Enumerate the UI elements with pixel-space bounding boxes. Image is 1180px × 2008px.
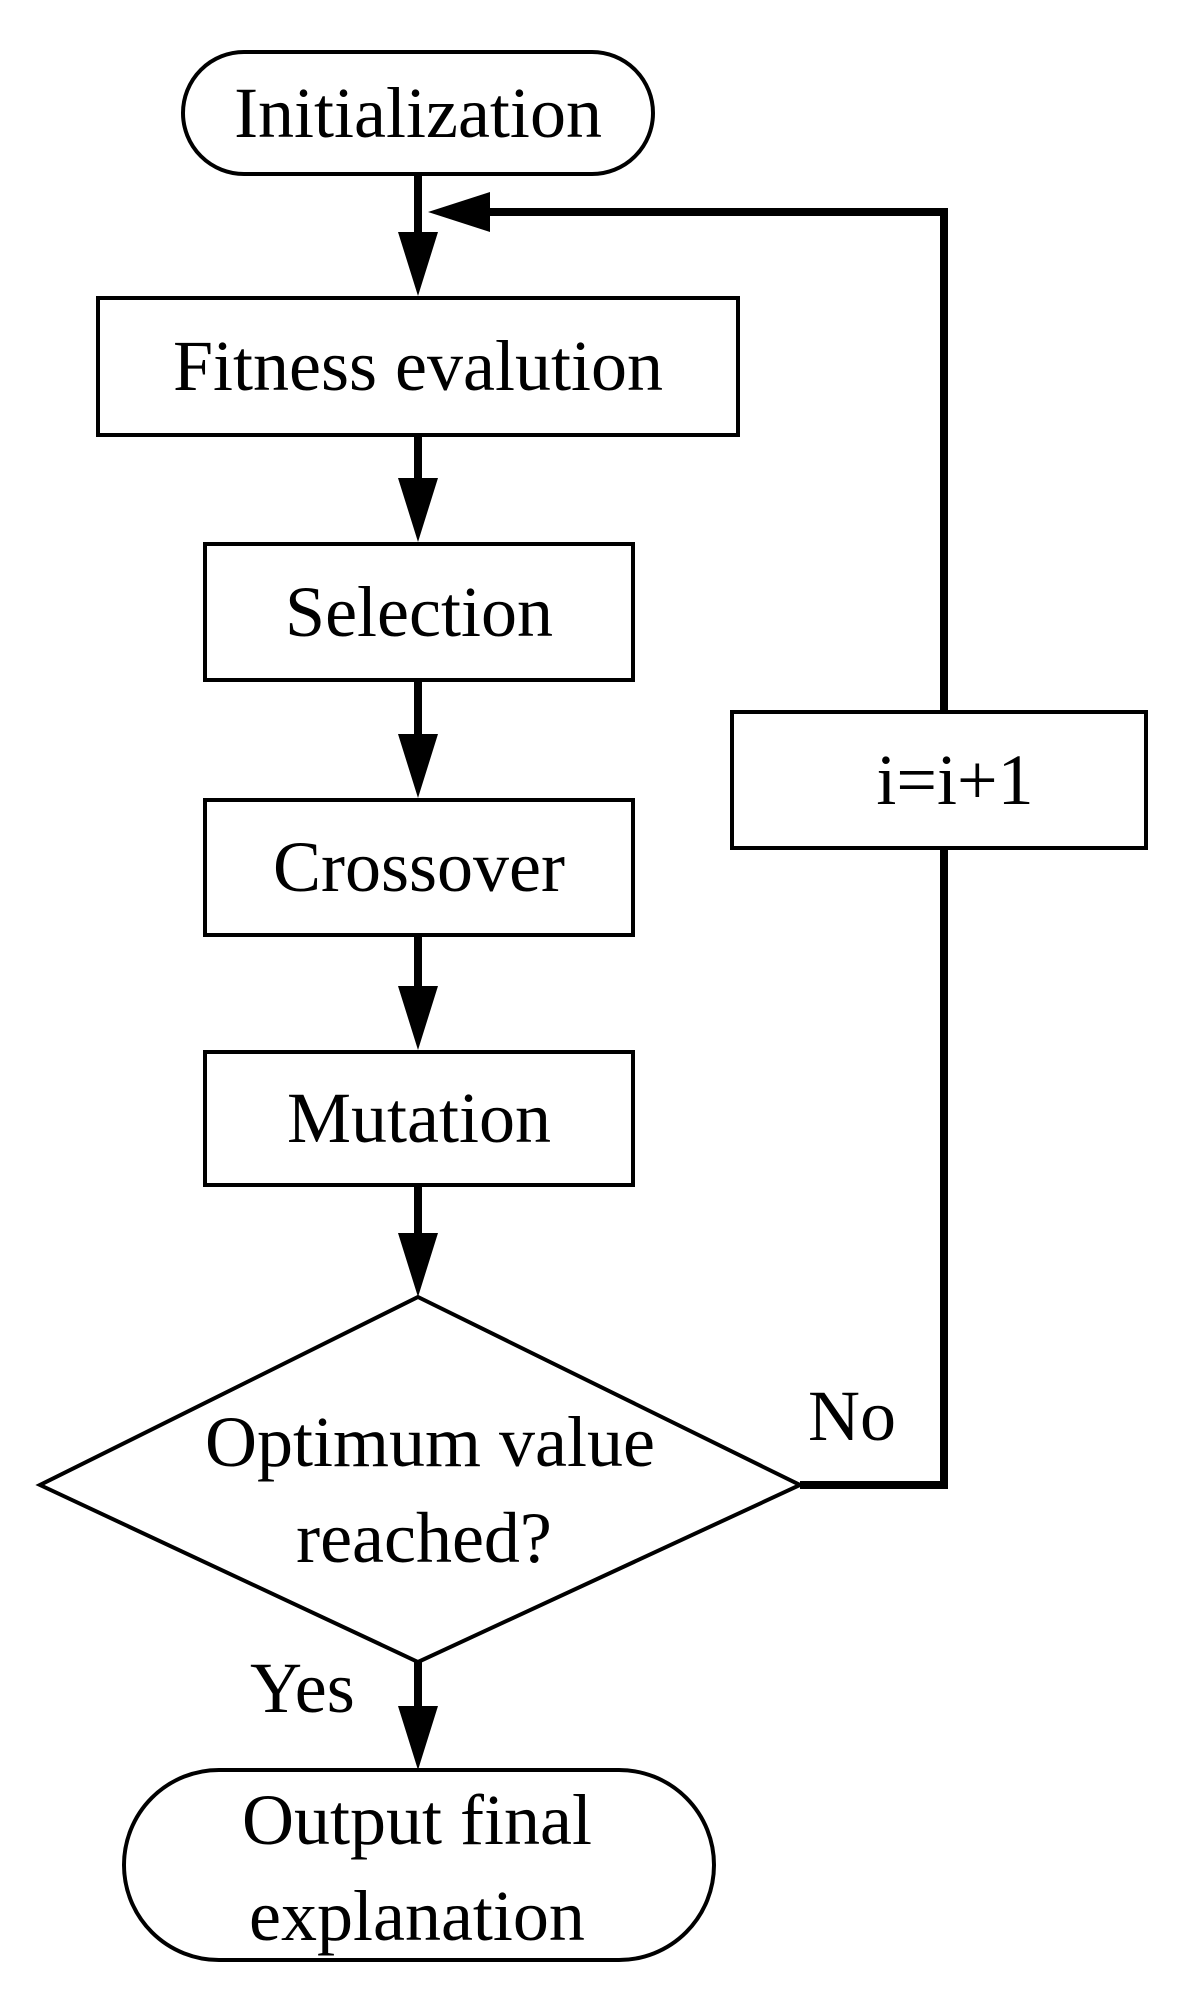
fitness-evaluation-step: Fitness evalution bbox=[96, 296, 740, 437]
start-terminal-shape bbox=[181, 50, 655, 176]
decision-label-line-2: reached? bbox=[296, 1498, 552, 1578]
loop-decision-to-increment bbox=[800, 848, 948, 1489]
start-terminal: Initialization bbox=[181, 50, 655, 176]
start-label: Initialization bbox=[234, 73, 602, 153]
increment-box bbox=[730, 710, 1148, 850]
arrowhead-left-loop bbox=[428, 192, 490, 232]
arrowhead-down-fitness bbox=[398, 232, 438, 296]
arrowhead-down-end bbox=[398, 1706, 438, 1770]
arrowhead-down-crossover bbox=[398, 734, 438, 798]
end-terminal: Output final explanation bbox=[122, 1768, 716, 1962]
crossover-label: Crossover bbox=[273, 827, 565, 907]
arrowhead-down-mutation bbox=[398, 986, 438, 1050]
mutation-step: Mutation bbox=[203, 1050, 635, 1187]
end-label-line-1: Output final bbox=[242, 1780, 592, 1860]
arrowhead-down-decision bbox=[398, 1233, 438, 1297]
arrowhead-down-selection bbox=[398, 478, 438, 542]
arrowheads bbox=[398, 192, 490, 1770]
mutation-box bbox=[203, 1050, 635, 1187]
fitness-evaluation-box bbox=[96, 296, 740, 437]
end-label-line-2: explanation bbox=[249, 1876, 585, 1956]
selection-label: Selection bbox=[285, 572, 553, 652]
yes-branch-label: Yes bbox=[250, 1648, 355, 1728]
selection-box bbox=[203, 542, 635, 682]
mutation-label: Mutation bbox=[287, 1078, 551, 1158]
end-terminal-shape bbox=[122, 1768, 716, 1962]
crossover-box bbox=[203, 798, 635, 937]
no-branch-label: No bbox=[808, 1376, 896, 1456]
decision-label-line-1: Optimum value bbox=[205, 1402, 655, 1482]
loop-increment-to-fitness bbox=[490, 208, 948, 712]
fitness-evaluation-label: Fitness evalution bbox=[173, 326, 663, 406]
decision-step: Optimum value reached? bbox=[35, 1294, 805, 1665]
crossover-step: Crossover bbox=[203, 798, 635, 937]
decision-diamond bbox=[35, 1294, 805, 1665]
connectors bbox=[414, 174, 948, 1715]
selection-step: Selection bbox=[203, 542, 635, 682]
increment-step: i=i+1 bbox=[730, 710, 1148, 850]
increment-label: i=i+1 bbox=[876, 740, 1033, 820]
